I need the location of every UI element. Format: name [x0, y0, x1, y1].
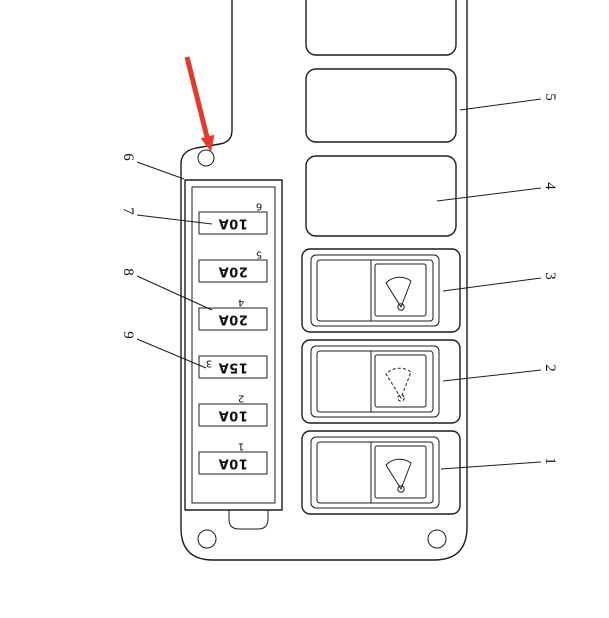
callout-label: 9	[120, 331, 136, 339]
leader-line	[442, 369, 542, 382]
fuse-rating-label: 10A	[218, 408, 248, 423]
callout-left-7: 7	[120, 207, 213, 225]
fuse-rating-label: 15A	[218, 360, 248, 375]
callout-right-3: 3	[442, 272, 558, 292]
fuse-5: 20A 5	[198, 249, 268, 283]
fuse-2: 10A 2	[198, 393, 268, 427]
mounting-hole-top-left	[197, 149, 215, 167]
icon-box	[374, 445, 427, 499]
callout-left-9: 9	[120, 331, 207, 369]
fuse-rating-label: 10A	[218, 216, 248, 231]
fuse-6: 10A 6	[198, 201, 268, 235]
mounting-hole-bottom-right	[427, 529, 447, 549]
callout-right-5: 5	[459, 93, 558, 111]
callout-label: 8	[120, 268, 136, 276]
callout-left-6: 6	[120, 153, 185, 180]
switch-cutout	[301, 339, 461, 424]
fuse-position-label: 4	[238, 297, 244, 308]
blank-slot-5	[305, 68, 457, 143]
leader-line	[459, 98, 542, 111]
switch-cutout	[301, 248, 461, 333]
fuse-rating-label: 20A	[218, 312, 248, 327]
callout-label: 2	[542, 364, 558, 372]
wiper-switch-3	[301, 248, 461, 333]
leader-line	[136, 214, 213, 225]
wiper-icon	[385, 276, 412, 311]
wiper-switch-2	[301, 339, 461, 424]
pointer-arrow	[184, 56, 215, 152]
rocker-outer	[310, 254, 440, 327]
fuse-block-outer	[184, 179, 283, 511]
icon-box	[374, 354, 427, 408]
fuse-body	[198, 451, 268, 475]
fuse-4: 20A 4	[198, 297, 268, 331]
callout-label: 4	[542, 182, 558, 190]
fuse-position-label: 1	[238, 441, 244, 452]
leader-line	[136, 161, 185, 180]
callout-label: 1	[542, 457, 558, 465]
fuse-body	[198, 355, 268, 379]
callout-label: 7	[120, 207, 136, 215]
bottom-notch	[228, 510, 269, 530]
fuse-position-label: 5	[256, 249, 262, 260]
callout-right-4: 4	[436, 182, 558, 202]
icon-box	[374, 263, 427, 317]
fuse-position-label: 6	[256, 201, 262, 212]
callout-left-8: 8	[120, 268, 213, 311]
fuse-rating-label: 20A	[218, 264, 248, 279]
switch-cutout	[301, 430, 461, 515]
pointer-arrow-shaft	[184, 56, 210, 138]
rocker-outer	[310, 345, 440, 418]
callout-right-1: 1	[440, 457, 558, 470]
callout-label: 6	[120, 153, 136, 161]
blank-slot-top	[305, 0, 457, 56]
blank-slot-4	[305, 155, 457, 237]
fuse-position-label: 2	[238, 393, 244, 404]
fuse-rating-label: 10A	[218, 456, 248, 471]
leader-line	[440, 461, 542, 470]
fuse-body	[198, 307, 268, 331]
rocker-inner	[316, 441, 434, 504]
wiper-icon	[385, 458, 412, 493]
rocker-inner	[316, 259, 434, 322]
callout-label: 3	[542, 272, 558, 280]
fuse-block-inner	[191, 186, 276, 504]
fuse-3: 15A 3	[198, 355, 268, 379]
rocker-outer	[310, 436, 440, 509]
leader-line	[136, 338, 207, 369]
fuse-1: 10A 1	[198, 441, 268, 475]
fuse-body	[198, 259, 268, 283]
panel-outline	[180, 0, 468, 561]
fuse-position-label: 3	[206, 358, 212, 369]
pointer-arrow-head	[200, 134, 215, 152]
fuse-block: 10A 6 20A 5 20A 4 15A 3 10A 2 10A 1	[184, 179, 283, 511]
leader-line	[442, 277, 542, 292]
rocker-inner	[316, 350, 434, 413]
fuse-body	[198, 403, 268, 427]
leader-line	[436, 187, 542, 202]
wiper-icon-dashed	[385, 367, 412, 402]
wiper-switch-1	[301, 430, 461, 515]
mounting-hole-bottom-left	[197, 529, 217, 549]
leader-line	[136, 275, 213, 311]
fuse-body	[198, 211, 268, 235]
callout-label: 5	[542, 93, 558, 101]
callout-right-2: 2	[442, 364, 558, 382]
